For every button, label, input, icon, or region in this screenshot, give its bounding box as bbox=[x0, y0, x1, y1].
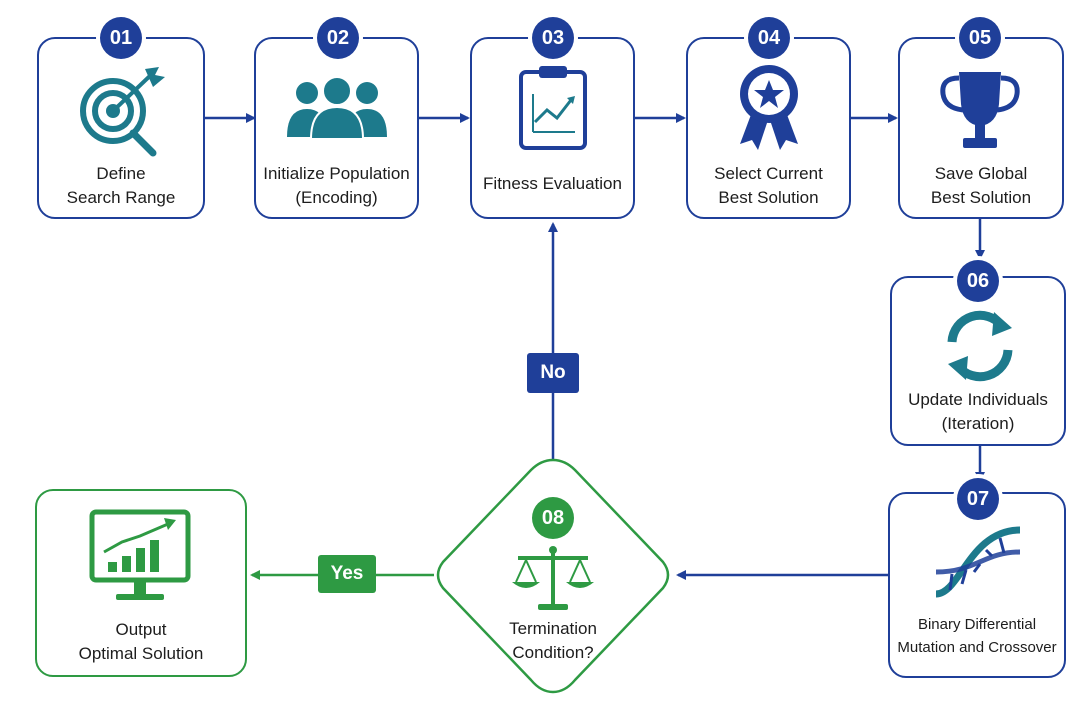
step-06-box bbox=[890, 276, 1066, 446]
step-07-label: Binary Differential Mutation and Crossov… bbox=[897, 616, 1057, 656]
monitor-chart-icon bbox=[89, 509, 191, 600]
no-tag: No bbox=[527, 353, 579, 393]
step-04-label: Select Current Best Solution bbox=[714, 164, 823, 207]
step-03-label: Fitness Evaluation bbox=[483, 174, 622, 193]
step-07-badge: 07 bbox=[957, 478, 999, 520]
trophy-icon bbox=[940, 72, 1020, 148]
clipboard-chart-icon bbox=[519, 66, 587, 150]
refresh-cycle-icon bbox=[947, 310, 1013, 382]
people-icon bbox=[287, 76, 387, 140]
step-05-label: Save Global Best Solution bbox=[930, 164, 1032, 207]
step-03-badge: 03 bbox=[532, 17, 574, 59]
step-07-box bbox=[888, 492, 1066, 678]
step-06-badge: 06 bbox=[957, 260, 999, 302]
step-04-badge: 04 bbox=[748, 17, 790, 59]
award-ribbon-icon bbox=[740, 65, 798, 150]
dna-icon bbox=[935, 526, 1021, 598]
step-02-label: Initialize Population (Encoding) bbox=[263, 164, 410, 207]
step-08-badge: 08 bbox=[532, 497, 574, 539]
target-icon bbox=[80, 67, 165, 157]
step-05-badge: 05 bbox=[959, 17, 1001, 59]
step-02-badge: 02 bbox=[317, 17, 359, 59]
balance-scale-icon bbox=[512, 546, 594, 610]
step-08-label: Termination Condition? bbox=[509, 619, 597, 662]
step-01-label: Define Search Range bbox=[66, 164, 176, 207]
step-06-label: Update Individuals (Iteration) bbox=[908, 390, 1048, 433]
step-01-badge: 01 bbox=[100, 17, 142, 59]
output-label: Output Optimal Solution bbox=[78, 620, 204, 663]
yes-tag: Yes bbox=[318, 555, 376, 593]
